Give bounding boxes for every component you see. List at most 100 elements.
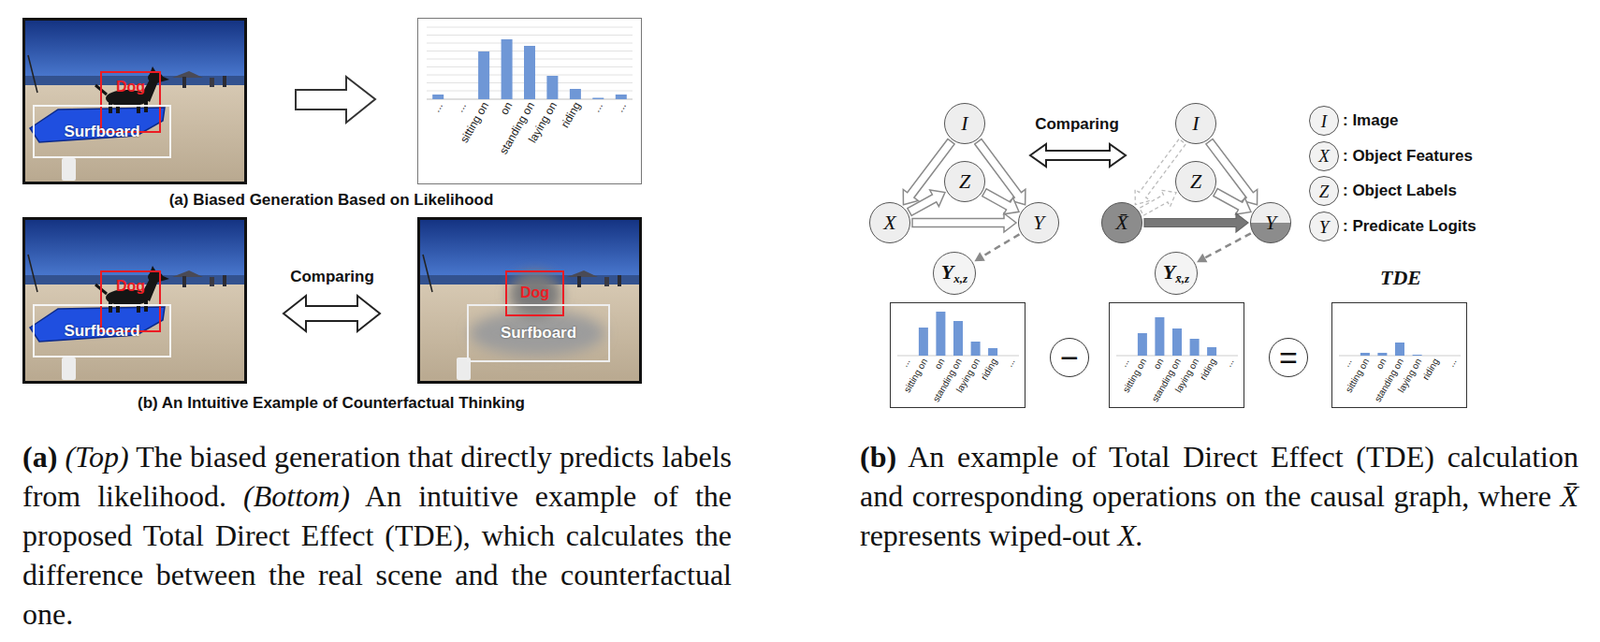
subfigure-title: (a) Biased Generation Based on Likelihoo… (169, 190, 495, 210)
result-title: TDE (1380, 265, 1422, 291)
legend-item: Y : Predicate Logits (1309, 211, 1477, 242)
legend-text: : Predicate Logits (1342, 217, 1477, 236)
bar (1207, 347, 1217, 356)
blurred-surfboard (469, 310, 605, 356)
bar (432, 94, 444, 100)
legend-swatch: X (1309, 141, 1339, 172)
hollow-arrow (295, 76, 376, 123)
caption-text: (a) (22, 439, 58, 474)
box-label: Dog (520, 284, 550, 302)
bar (988, 348, 998, 356)
graph-node: I (944, 102, 986, 145)
node-label: X (883, 210, 896, 234)
legend-item: Z : Object Labels (1309, 175, 1457, 206)
box-label: Surfboard (63, 321, 140, 341)
bar (478, 51, 490, 100)
node-label: x,z (953, 271, 968, 286)
counterfactual-photo (417, 217, 642, 384)
photo-frame (419, 218, 641, 383)
legend-symbol: X (1318, 146, 1330, 165)
graph-node: Z (944, 160, 986, 203)
graph-node: Y (1250, 202, 1292, 244)
legend-item: I : Image (1309, 105, 1399, 136)
axis-label: ... (452, 100, 467, 115)
bar (1172, 328, 1182, 356)
connector (1196, 232, 1251, 262)
legend-item: X : Object Features (1309, 141, 1473, 172)
box-label: Surfboard (63, 122, 140, 142)
legend-text: : Image (1342, 111, 1399, 131)
axis-label: ... (1223, 357, 1237, 369)
node-label: Y (1265, 210, 1277, 234)
operator-circle: = (1268, 337, 1309, 378)
hollow-arrow (1139, 189, 1177, 216)
legend-symbol: I (1321, 112, 1327, 131)
caption-text: X̄ (1559, 479, 1579, 513)
node-label: Z (1190, 169, 1202, 193)
bar (1412, 354, 1423, 356)
bar (615, 94, 627, 100)
arrow-head (1196, 253, 1208, 263)
caption-text: An example of Total Direct Effect (TDE) … (859, 439, 1579, 513)
comparison-label: Comparing (1034, 115, 1120, 134)
graph-node: I (1175, 102, 1217, 145)
axis-label: ... (1341, 357, 1354, 369)
bar-chart: ...sitting ononstanding onlaying onridin… (1331, 302, 1468, 408)
legend-symbol: Z (1319, 182, 1330, 201)
node-label: Y (1163, 260, 1176, 284)
bar-chart: ...sitting ononstanding onlaying onridin… (1108, 302, 1245, 408)
axis-label: ... (1446, 357, 1459, 369)
hollow-arrow (912, 213, 1017, 233)
legend-symbol: Y (1319, 218, 1330, 236)
bar (1377, 352, 1387, 356)
label-group: I (960, 111, 968, 136)
label-group: X̄ (1115, 210, 1128, 235)
outcome-node: Yx,z (932, 251, 976, 295)
chart-bars (432, 39, 627, 100)
bar-chart: ...sitting ononstanding onlaying onridin… (889, 302, 1026, 408)
legend-swatch: I (1309, 105, 1339, 136)
bar (918, 327, 929, 356)
photo-clip (417, 217, 642, 384)
bar (1154, 317, 1164, 356)
axis-label: ... (1004, 357, 1018, 369)
caption-text: X. (1117, 518, 1144, 553)
node-label: = (1279, 339, 1298, 376)
photo-background (22, 17, 248, 185)
photo-background (22, 217, 248, 384)
label-group: = (1279, 339, 1298, 377)
bounding-box: Surfboard (32, 104, 172, 159)
bar (1190, 338, 1200, 356)
axis-label: riding (558, 100, 582, 130)
bar (1395, 342, 1405, 356)
node-label: I (960, 111, 968, 135)
legend-text: : Object Labels (1342, 181, 1457, 201)
box-label: Dog (116, 78, 146, 96)
bar (1137, 333, 1148, 356)
box-label: Surfboard (500, 323, 577, 343)
caption-text: represents wiped-out (859, 518, 1110, 553)
axis-label: on (1375, 357, 1389, 372)
caption-text: (Bottom) (243, 479, 350, 513)
hollow-arrow (982, 189, 1019, 215)
bounding-box: Surfboard (32, 304, 172, 358)
node-label: Y (941, 260, 954, 284)
connector-line (982, 233, 1019, 257)
bar (592, 98, 604, 101)
bar (546, 75, 558, 100)
chart-bars (918, 311, 1423, 356)
label-group: X (883, 210, 896, 235)
graph-node: X̄ (1101, 202, 1143, 244)
bounding-box: Dog (505, 270, 565, 317)
connector (982, 189, 1019, 215)
caption-text: (b) (859, 439, 897, 474)
hollow-arrow (1144, 213, 1249, 233)
axis-label: on (1152, 357, 1166, 372)
bar (569, 88, 582, 100)
bar (935, 311, 946, 356)
axis-label: riding (1198, 357, 1219, 382)
graph-node: X (869, 202, 911, 244)
connector-line (1205, 232, 1251, 258)
legend-text: : Object Features (1342, 146, 1473, 166)
connector (1213, 189, 1251, 215)
